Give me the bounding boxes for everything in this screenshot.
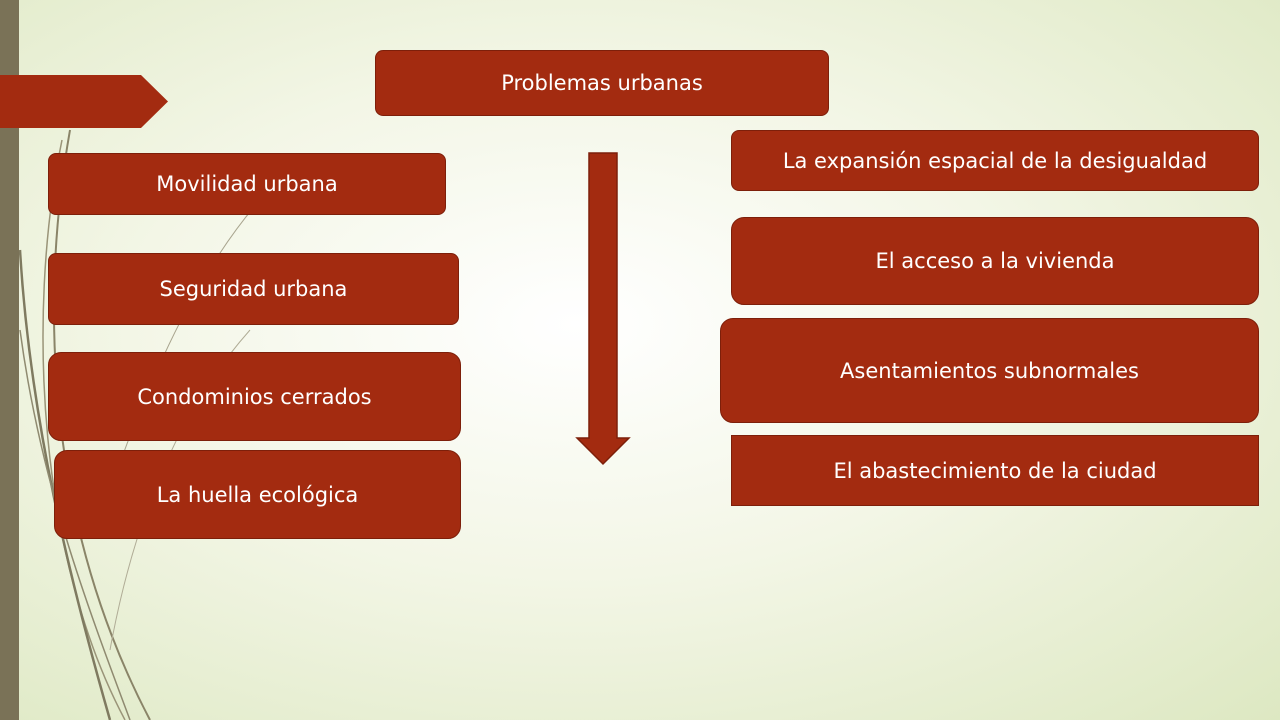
right-item-acceso-vivienda: El acceso a la vivienda xyxy=(731,217,1259,305)
right-item-asentamientos-subnormales: Asentamientos subnormales xyxy=(720,318,1259,423)
right-item-abastecimiento-ciudad: El abastecimiento de la ciudad xyxy=(731,435,1259,506)
down-arrow-connector xyxy=(575,152,631,466)
left-item-movilidad-urbana: Movilidad urbana xyxy=(48,153,446,215)
main-topic-box: Problemas urbanas xyxy=(375,50,829,116)
left-item-condominios-cerrados: Condominios cerrados xyxy=(48,352,461,441)
right-item-expansion-desigualdad: La expansión espacial de la desigualdad xyxy=(731,130,1259,191)
left-item-seguridad-urbana: Seguridad urbana xyxy=(48,253,459,325)
ribbon-banner-shape xyxy=(0,75,168,128)
left-decorative-band xyxy=(0,0,19,720)
left-item-huella-ecologica: La huella ecológica xyxy=(54,450,461,539)
